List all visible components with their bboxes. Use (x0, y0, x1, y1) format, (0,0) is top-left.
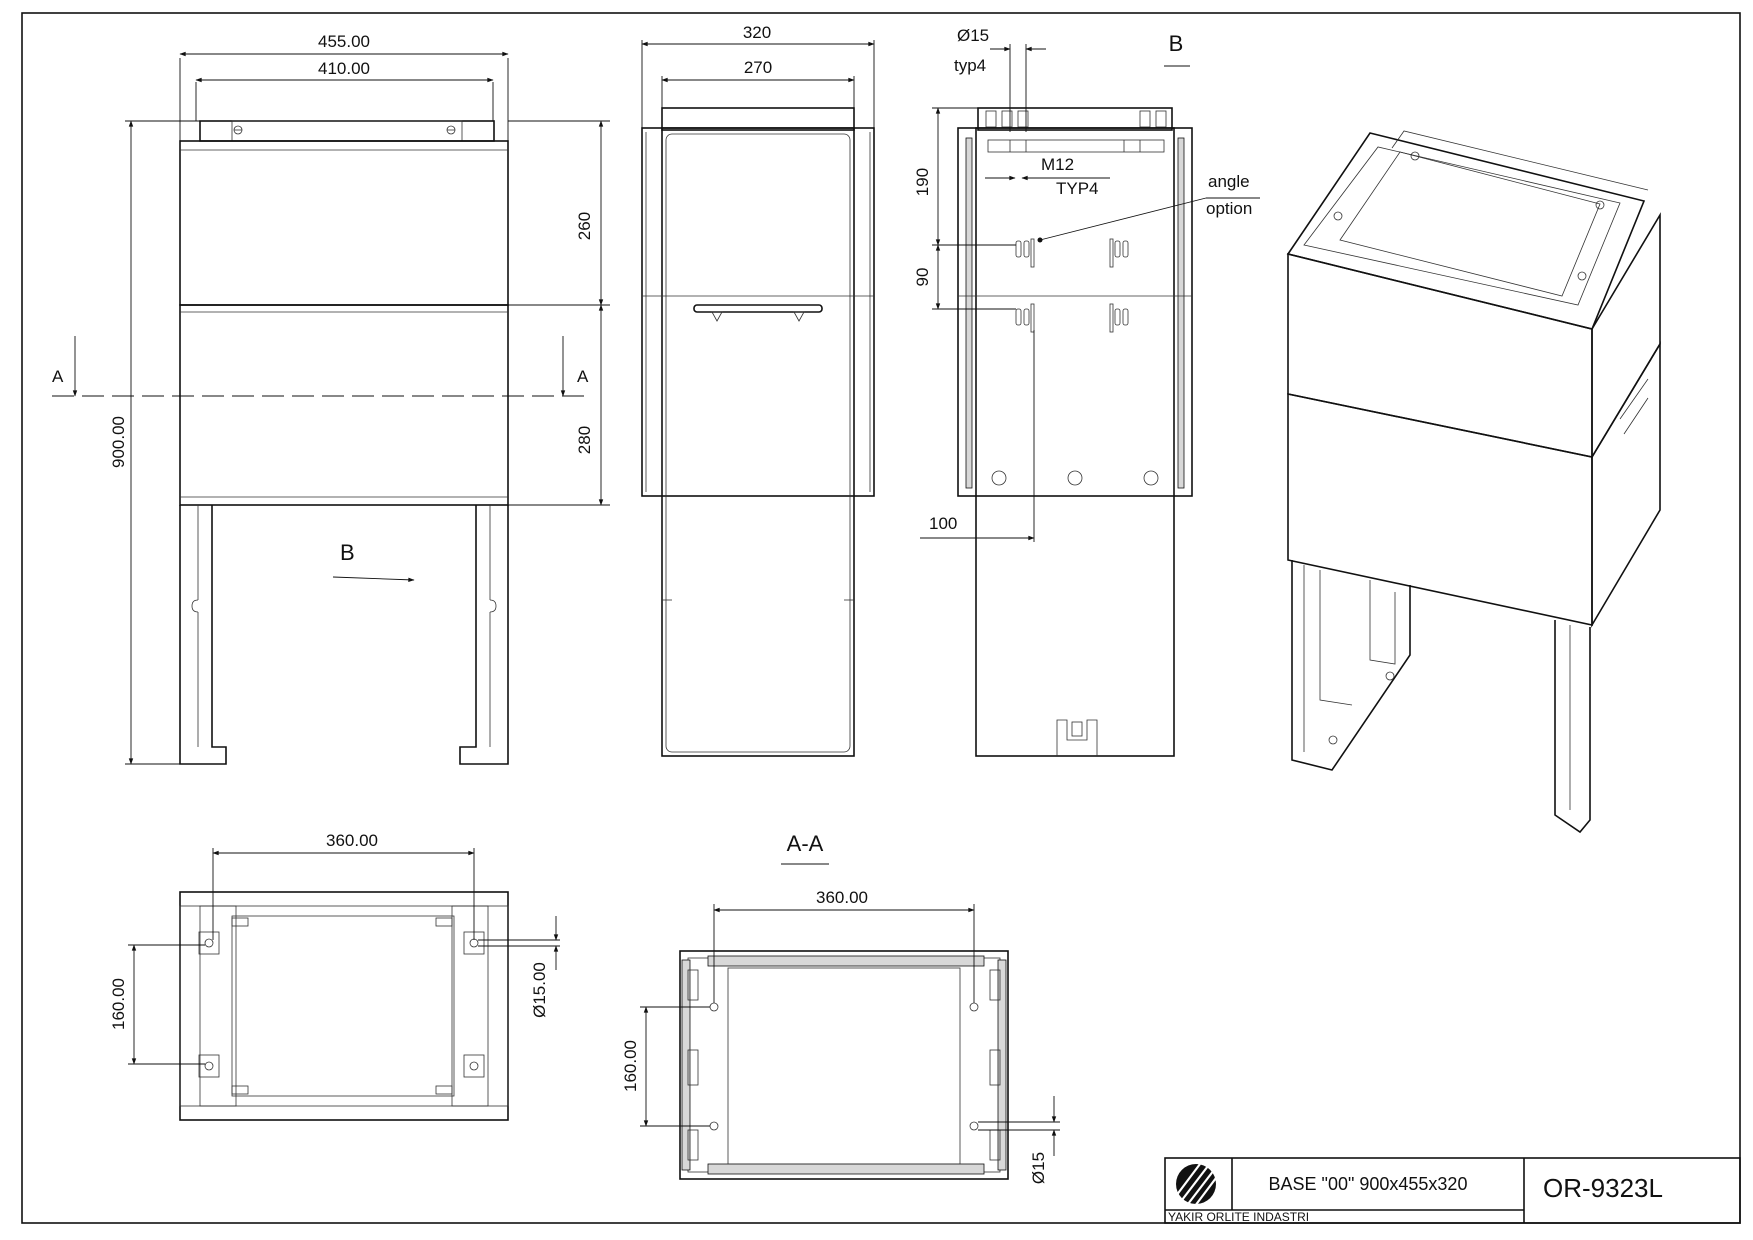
section-spacing-y: 160.00 (621, 1040, 640, 1092)
section-spacing-x: 360.00 (816, 888, 868, 907)
view-b-option-line1: angle (1208, 172, 1250, 191)
isometric-view (1286, 130, 1661, 834)
section-mark-left: A (52, 367, 64, 386)
view-b-hole-dia: Ø15 (957, 26, 989, 45)
company-logo (1175, 1163, 1217, 1207)
view-arrow-label: B (340, 540, 355, 565)
dim-side-depth-inner: 270 (744, 58, 772, 77)
section-hole-dia: Ø15 (1029, 1152, 1048, 1184)
dim-side-depth-outer: 320 (743, 23, 771, 42)
view-b-dim-top: 190 (913, 168, 932, 196)
title-block: BASE "00" 900x455x320 OR-9323L YAKIR ORL… (1164, 1157, 1741, 1224)
top-view-spacing-y: 160.00 (109, 978, 128, 1030)
top-view-hole-dia: Ø15.00 (530, 962, 549, 1018)
view-b-title: B (1169, 31, 1184, 56)
drawing-code: OR-9323L (1543, 1173, 1663, 1203)
view-b: B (913, 26, 1260, 757)
view-b-dim-slot: 90 (913, 268, 932, 287)
section-mark-right: A (577, 367, 589, 386)
view-b-dim-offset: 100 (929, 514, 957, 533)
view-b-option-line2: option (1206, 199, 1252, 218)
side-view: 320 270 (641, 23, 875, 757)
view-b-thread: M12 (1041, 155, 1074, 174)
view-b-thread-qty: TYP4 (1056, 179, 1099, 198)
drawing-title: BASE "00" 900x455x320 (1269, 1174, 1468, 1194)
section-title: A-A (787, 831, 824, 856)
dim-front-width-outer: 455.00 (318, 32, 370, 51)
sheet-border (21, 12, 1741, 1224)
front-view: A A B 455.00 410.00 900.00 260 280 (52, 32, 610, 765)
dim-lower-panel: 280 (575, 426, 594, 454)
view-b-hole-qty: typ4 (954, 56, 986, 75)
top-view: 360.00 160.00 Ø15.00 (109, 831, 560, 1121)
top-view-spacing-x: 360.00 (326, 831, 378, 850)
section-a-a: A-A 360.00 160.00 Ø15 (621, 831, 1060, 1184)
company-name: YAKIR ORLITE INDASTRI (1168, 1210, 1309, 1224)
dim-front-height-total: 900.00 (109, 416, 128, 468)
dim-front-width-inner: 410.00 (318, 59, 370, 78)
dim-upper-panel: 260 (575, 212, 594, 240)
